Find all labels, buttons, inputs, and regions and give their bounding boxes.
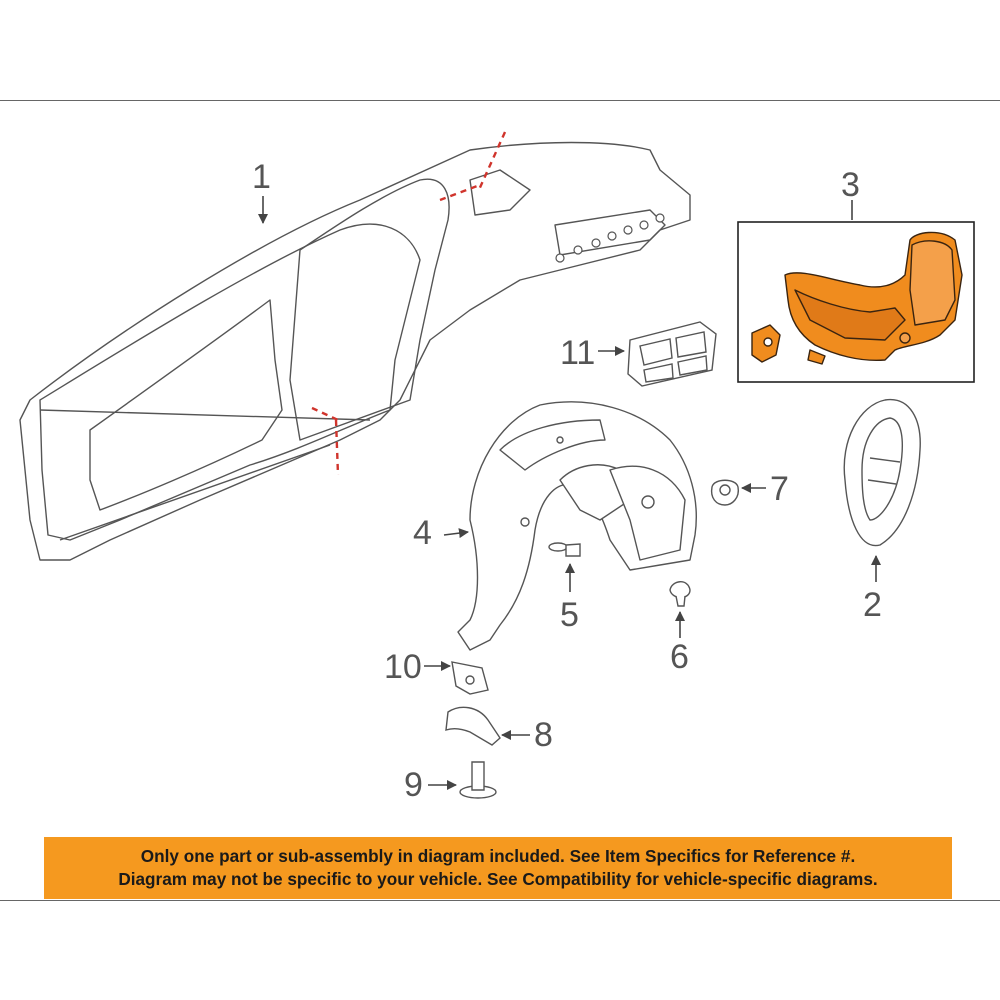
callout-10: 10	[384, 648, 422, 686]
callout-8: 8	[534, 716, 553, 754]
splash-shield-8	[445, 706, 501, 746]
callout-5: 5	[560, 596, 579, 634]
notice-line-1: Only one part or sub-assembly in diagram…	[140, 846, 856, 866]
bottom-rule	[0, 900, 1000, 901]
pressure-vent	[627, 321, 717, 387]
fuel-filler-door	[843, 398, 921, 547]
push-nut-7	[710, 479, 740, 506]
callout-3: 3	[841, 166, 860, 204]
callout-7: 7	[770, 470, 789, 508]
callout-1: 1	[252, 158, 271, 196]
clip-10	[451, 661, 489, 695]
callout-4: 4	[413, 514, 432, 552]
cut-lines	[311, 131, 507, 476]
vent-holes	[555, 213, 665, 263]
bolt-5	[548, 542, 581, 557]
top-rule	[0, 100, 1000, 101]
callout-2: 2	[863, 586, 882, 624]
notice-line-2: Diagram may not be specific to your vehi…	[118, 869, 878, 889]
wheelhouse-liner	[457, 401, 697, 651]
callout-9: 9	[404, 766, 423, 804]
body-side-panel	[19, 141, 691, 561]
retainer-6	[669, 581, 691, 607]
push-pin-9	[459, 761, 497, 799]
part-3-frame	[737, 221, 975, 383]
leader-lines	[258, 196, 881, 790]
callout-11: 11	[560, 334, 596, 372]
notice-banner: Only one part or sub-assembly in diagram…	[44, 837, 952, 899]
fuel-door-housing	[751, 231, 963, 365]
callout-6: 6	[670, 638, 689, 676]
